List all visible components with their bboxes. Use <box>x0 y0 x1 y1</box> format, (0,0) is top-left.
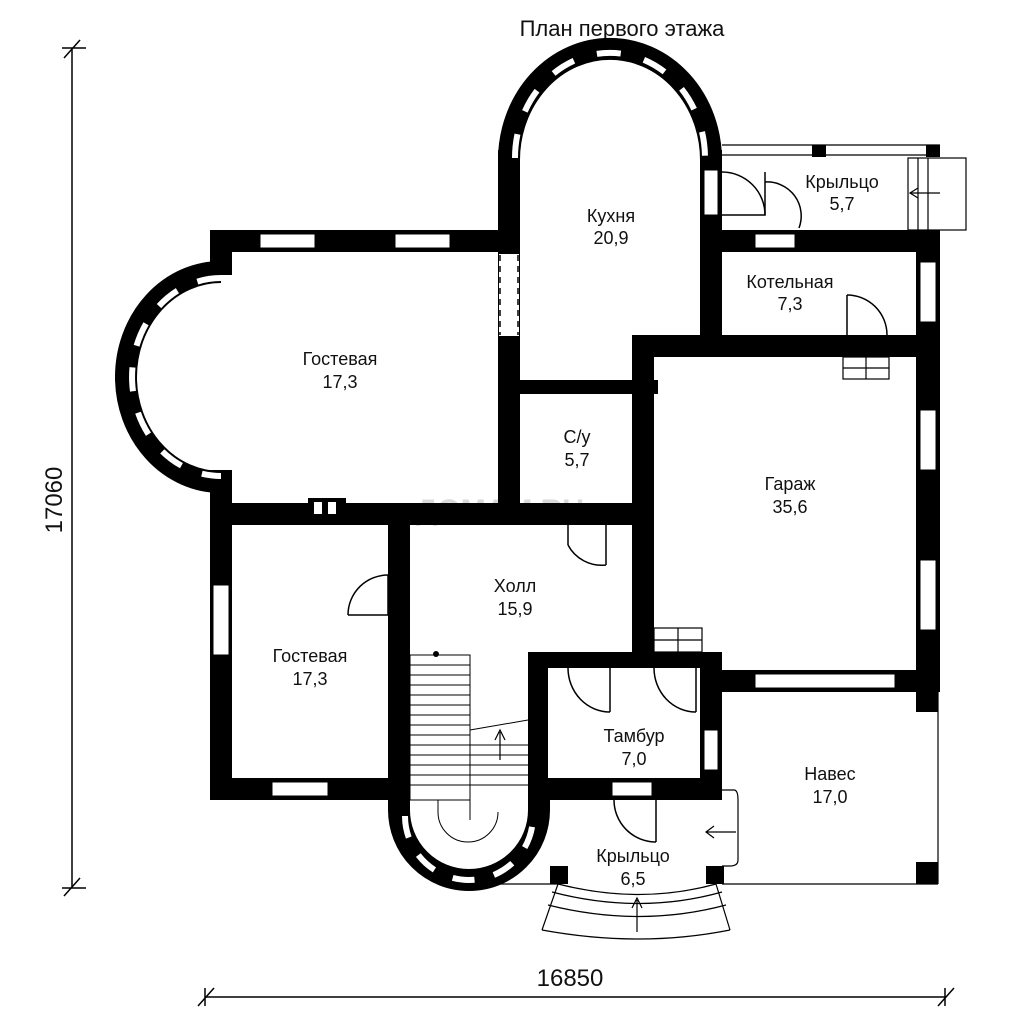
room-area: 35,6 <box>772 497 807 517</box>
room-name: Крыльцо <box>805 172 878 192</box>
dimension-width: 16850 <box>537 965 604 992</box>
room-name: Гостевая <box>303 349 378 369</box>
dimension-height: 17060 <box>41 467 68 534</box>
kitchen-bay-wall <box>498 37 722 161</box>
room-area: 17,3 <box>322 372 357 392</box>
room-area: 6,5 <box>620 869 645 889</box>
room-porch-front: Крыльцо 6,5 <box>596 846 669 889</box>
plan-title: План первого этажа <box>520 16 726 41</box>
room-area: 5,7 <box>829 194 854 214</box>
garage-steps-bottom <box>653 627 703 653</box>
room-area: 7,0 <box>621 749 646 769</box>
room-area: 17,3 <box>292 669 327 689</box>
porch-post <box>926 145 940 157</box>
stair-tower-windows <box>402 815 536 883</box>
doors <box>347 171 888 843</box>
room-vestibule: Тамбур 7,0 <box>603 726 664 769</box>
windows <box>212 169 937 797</box>
room-area: 5,7 <box>564 450 589 470</box>
room-name: Гостевая <box>273 646 348 666</box>
room-hall: Холл 15,9 <box>494 576 536 619</box>
dimension-width-line <box>197 987 955 1007</box>
room-name: Тамбур <box>603 726 664 746</box>
boiler-vents <box>708 262 722 304</box>
room-bathroom: С/у 5,7 <box>564 427 591 470</box>
porch-post <box>812 145 826 157</box>
stair-treads <box>410 664 528 786</box>
kitchen-bay-windows <box>512 49 708 159</box>
room-name: Крыльцо <box>596 846 669 866</box>
stair-arrow <box>494 728 506 760</box>
canopy-outline <box>470 692 939 885</box>
kitchen-opening-lines <box>499 255 519 335</box>
guest-room-bay-wall <box>115 261 222 493</box>
ventilation-ducts <box>634 442 650 498</box>
staircase <box>409 654 529 843</box>
room-garage: Гараж 35,6 <box>765 474 816 517</box>
stair-tower-wall <box>388 790 550 891</box>
side-steps <box>705 789 739 867</box>
room-name: Котельная <box>746 272 833 292</box>
room-area: 7,3 <box>777 294 802 314</box>
room-guest-upper: Гостевая 17,3 <box>303 349 378 392</box>
porch-top <box>722 144 967 231</box>
garage-steps-top <box>842 356 890 380</box>
room-guest-lower: Гостевая 17,3 <box>273 646 348 689</box>
room-kitchen: Кухня 20,9 <box>587 206 635 248</box>
room-name: Кухня <box>587 206 635 226</box>
room-boiler: Котельная 7,3 <box>746 272 833 314</box>
room-porch-top: Крыльцо 5,7 <box>805 172 878 214</box>
fireplace-vent <box>308 498 346 518</box>
room-name: Холл <box>494 576 536 596</box>
room-name: С/у <box>564 427 591 447</box>
dimension-height-line <box>62 39 86 897</box>
room-canopy: Навес 17,0 <box>804 764 855 807</box>
room-area: 20,9 <box>593 228 628 248</box>
kitchen-opening-gap <box>499 254 519 336</box>
canopy-post <box>916 692 938 712</box>
room-name: Гараж <box>765 474 816 494</box>
guest-room-bay-windows <box>129 275 222 479</box>
stair-start-dot <box>433 651 439 657</box>
front-steps <box>541 883 731 940</box>
room-area: 17,0 <box>812 787 847 807</box>
room-name: Навес <box>804 764 855 784</box>
room-area: 15,9 <box>497 599 532 619</box>
